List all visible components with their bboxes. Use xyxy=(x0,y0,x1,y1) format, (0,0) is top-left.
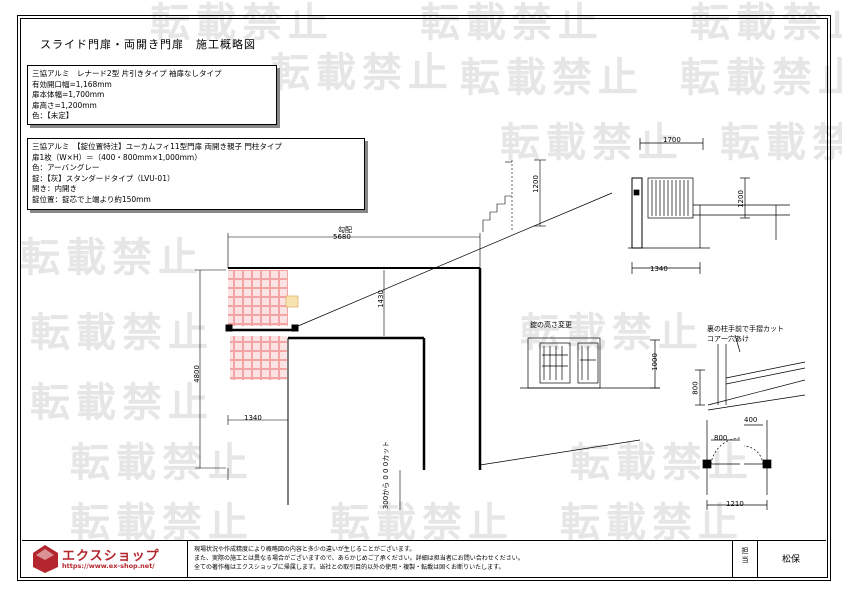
dim-total-width: 5680 xyxy=(333,233,351,241)
watermark-text: 転載禁止 xyxy=(20,235,204,281)
note-core-hole: コア一穴あけ xyxy=(707,335,749,343)
spec-box-sliding-gate: 三協アルミ レナード2型 片引きタイプ 袖扉なしタイプ 有効開口幅=1,168m… xyxy=(27,65,277,125)
spec-line: 有効開口幅=1,168mm xyxy=(32,79,112,89)
spec-line: 開き：内開き xyxy=(32,184,77,193)
cut-label: 300から 0 0 0カット xyxy=(382,440,391,510)
watermark-text: 転載禁止 xyxy=(680,55,842,101)
dim-rail-height: 800 xyxy=(691,381,700,395)
watermark-text: 転載禁止 xyxy=(330,500,514,546)
dimension-lines xyxy=(195,233,481,510)
slope-label: 勾配 xyxy=(338,226,352,234)
footer-divider xyxy=(187,541,188,578)
dim-stair-height: 1200 xyxy=(531,175,540,193)
watermark-text: 転載禁止 xyxy=(560,500,744,546)
stair-sketch xyxy=(482,159,546,232)
spec-line: 色：アーバングレー xyxy=(32,163,100,172)
dim-opening-bottom: 1340 xyxy=(244,414,262,422)
watermark-text: 転載禁止 xyxy=(70,500,254,546)
dim-opening-top: 1340 xyxy=(650,265,668,273)
spec-line: 色：【未定】 xyxy=(32,111,74,120)
spec-box-double-gate: 三協アルミ 【錠位置特注】ユーカムフィ11型門扉 両開き親子 門柱タイプ 扉1枚… xyxy=(27,138,365,210)
staff-label: 担当 xyxy=(741,547,749,564)
dim-parent-door: 800 xyxy=(714,434,728,442)
watermark-text: 転載禁止 xyxy=(30,310,214,356)
disclaimer: 現場状況や作成精度により概略図の内容と多少の違いが生じることがございます。 また… xyxy=(194,545,524,572)
sliding-gate-elevation xyxy=(628,138,790,274)
spec-line: 扉本体幅=1,700mm xyxy=(32,90,105,99)
staff-name: 松保 xyxy=(782,555,801,565)
note-lock-change: 錠の高さ変更 xyxy=(530,321,572,329)
watermark-text: 転載禁止 xyxy=(460,55,644,101)
logo-text: エクスショップ xyxy=(62,549,160,564)
inner-frame xyxy=(20,18,828,578)
footer-divider xyxy=(757,541,758,578)
disclaimer-line: 全ての著作権はエクスショップに帰属します。当社との取引目的以外の使用・複製・転載… xyxy=(194,564,505,571)
logo-house-icon xyxy=(33,545,58,573)
paving-area-lower xyxy=(230,336,287,380)
gate-swing-plan xyxy=(702,420,772,510)
spec-line: 錠位置：錠芯で上端より約150mm xyxy=(32,194,151,204)
site-plan xyxy=(225,192,641,505)
spec-line: 錠：【灰】スタンダードタイプ（LVU-01） xyxy=(32,173,175,183)
footer-bar: エクスショップ https://www.ex-shop.net/ 現場状況や作成… xyxy=(22,540,826,578)
watermark-text: 転載禁止 xyxy=(270,50,454,96)
double-gate-elevation xyxy=(520,337,660,389)
dim-gate-height: 1200 xyxy=(736,190,745,208)
disclaimer-line: 現場状況や作成精度により概略図の内容と多少の違いが生じることがございます。 xyxy=(194,546,416,553)
spec-line: 扉高さ=1,200mm xyxy=(32,100,97,110)
paving-area-upper xyxy=(228,270,288,326)
logo-url: https://www.ex-shop.net/ xyxy=(62,562,155,570)
watermark-text: 転載禁止 xyxy=(690,0,842,46)
watermark-text: 転載禁止 xyxy=(70,440,254,486)
post-marker xyxy=(285,295,299,308)
spec-line: 三協アルミ 【錠位置特注】ユーカムフィ11型門扉 両開き親子 門柱タイプ xyxy=(32,142,282,151)
outer-frame xyxy=(17,15,831,581)
dim-total-depth: 4800 xyxy=(192,365,201,383)
spec-line: 三協アルミ レナード2型 片引きタイプ 袖扉なしタイプ xyxy=(32,69,222,78)
watermark-text: 転載禁止 xyxy=(30,380,214,426)
dim-gate-width: 1700 xyxy=(663,136,681,144)
watermark-text: 転載禁止 xyxy=(720,120,842,166)
watermark-text: 転載禁止 xyxy=(570,440,754,486)
dim-passage-depth: 1430 xyxy=(376,290,385,308)
page-title: スライド門扉・両開き門扉 施工概略図 xyxy=(40,38,256,51)
dim-gate-span: 1210 xyxy=(726,500,744,508)
watermark-text: 転載禁止 xyxy=(150,0,334,46)
footer-divider xyxy=(732,541,733,578)
spec-line: 扉1枚（W×H）＝（400・800mm×1,000mm） xyxy=(32,152,202,162)
dim-child-door: 400 xyxy=(744,416,758,424)
note-rail-cut: 裏の柱手前で手摺カット xyxy=(707,325,784,333)
watermark-text: 転載禁止 xyxy=(420,0,604,46)
disclaimer-line: また、実際の施工とは異なる場合がございますので、あらかじめご了承ください。詳細は… xyxy=(194,555,524,562)
dim-door-height: 1000 xyxy=(650,353,659,371)
handrail-detail xyxy=(695,334,806,411)
